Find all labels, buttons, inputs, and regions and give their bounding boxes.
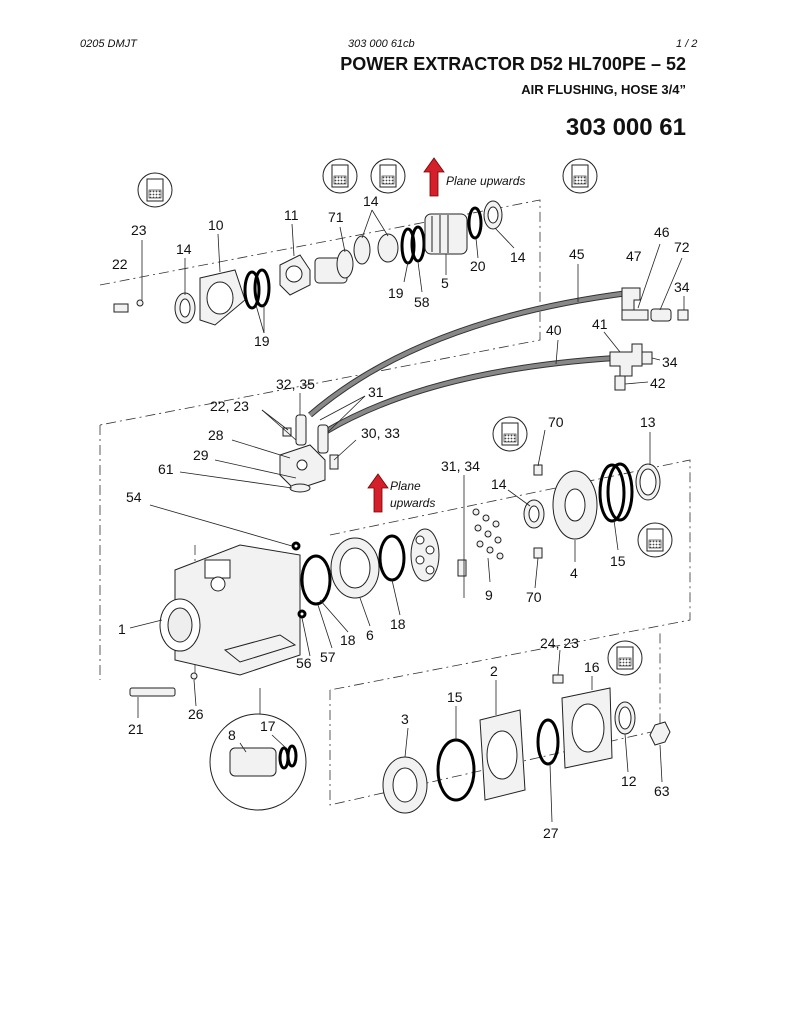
bearing-18 — [410, 528, 440, 582]
callout-label: 32, 35 — [276, 376, 315, 392]
callout-label: 34 — [662, 354, 678, 370]
callout-label: 24, 23 — [540, 635, 579, 651]
callout-label: 20 — [470, 258, 486, 274]
callout-label: 30, 33 — [361, 425, 400, 441]
drawing-title: POWER EXTRACTOR D52 HL700PE – 52 — [340, 54, 686, 74]
callout-label: 13 — [640, 414, 656, 430]
doc-code: 0205 DMJT — [80, 38, 137, 50]
callout-label: 57 — [320, 649, 336, 665]
callout-label: 54 — [126, 489, 142, 505]
callout-label: 27 — [543, 825, 559, 841]
note-plane-upwards-top: Plane upwards — [446, 174, 525, 188]
callout-labels: 23 22 14 10 11 71 14 19 58 5 20 14 19 45… — [112, 193, 690, 841]
cap-34 — [677, 309, 689, 321]
callout-label: 14 — [491, 476, 507, 492]
upper-assembly — [113, 200, 503, 326]
oring-61 — [289, 483, 311, 493]
callout-label: 29 — [193, 447, 209, 463]
callout-label: 70 — [526, 589, 542, 605]
spool-8 — [229, 747, 277, 777]
callout-label: 6 — [366, 627, 374, 643]
callout-label: 10 — [208, 217, 224, 233]
callout-label: 15 — [610, 553, 626, 569]
callout-label: 18 — [390, 616, 406, 632]
bolt-22 — [113, 303, 129, 313]
callout-label: 16 — [584, 659, 600, 675]
callout-label: 28 — [208, 427, 224, 443]
callout-label: 40 — [546, 322, 562, 338]
callout-label: 41 — [592, 316, 608, 332]
nut-63 — [649, 721, 671, 746]
tee-41 — [609, 343, 643, 377]
main-housing — [159, 528, 467, 676]
plane-upwards-arrow-icon — [367, 157, 445, 513]
callout-label: 58 — [414, 294, 430, 310]
hoses — [308, 290, 629, 435]
callout-label: 56 — [296, 655, 312, 671]
callout-label: 18 — [340, 632, 356, 648]
callout-label: 45 — [569, 246, 585, 262]
bolt-21 — [129, 687, 176, 697]
callout-label: 47 — [626, 248, 642, 264]
callout-label: 21 — [128, 721, 144, 737]
callout-label: 23 — [131, 222, 147, 238]
callout-label: 22, 23 — [210, 398, 249, 414]
callout-label: 46 — [654, 224, 670, 240]
lower-assembly — [129, 672, 671, 814]
page-number: 1 / 2 — [676, 38, 698, 50]
callout-label: 34 — [674, 279, 690, 295]
manifold-block — [279, 414, 339, 493]
callout-label: 70 — [548, 414, 564, 430]
doc-reference: 303 000 61cb — [348, 38, 415, 50]
pistons-9 — [472, 508, 504, 560]
callout-label: 17 — [260, 718, 276, 734]
right-assembly — [523, 462, 661, 559]
note-plane-upwards-mid-line1: Plane — [390, 479, 421, 493]
callout-label: 8 — [228, 727, 236, 743]
callout-label: 31, 34 — [441, 458, 480, 474]
fitting-42 — [614, 375, 626, 391]
callout-label: 22 — [112, 256, 128, 272]
cap-34b — [641, 351, 653, 365]
callout-label: 15 — [447, 689, 463, 705]
callout-label: 63 — [654, 783, 670, 799]
drawing-subtitle: AIR FLUSHING, HOSE 3/4” — [521, 82, 686, 97]
callout-label: 3 — [401, 711, 409, 727]
note-plane-upwards-mid-line2: upwards — [390, 496, 435, 510]
callout-label: 5 — [441, 275, 449, 291]
callout-label: 72 — [674, 239, 690, 255]
nut-72 — [650, 308, 672, 322]
callout-label: 2 — [490, 663, 498, 679]
callout-label: 11 — [284, 207, 299, 223]
callout-label: 31 — [368, 384, 384, 400]
callout-label: 19 — [388, 285, 404, 301]
callout-label: 19 — [254, 333, 270, 349]
part-number: 303 000 61 — [565, 114, 686, 141]
callout-label: 14 — [510, 249, 526, 265]
callout-label: 14 — [363, 193, 379, 209]
callout-label: 14 — [176, 241, 192, 257]
fittings — [609, 287, 689, 391]
callout-label: 42 — [650, 375, 666, 391]
callout-label: 9 — [485, 587, 493, 603]
callout-label: 12 — [621, 773, 637, 789]
callout-label: 71 — [328, 209, 344, 225]
callout-label: 26 — [188, 706, 204, 722]
leader-lines — [129, 209, 685, 823]
sleeve-5 — [424, 213, 468, 255]
callout-label: 4 — [570, 565, 578, 581]
callout-label: 61 — [158, 461, 174, 477]
callout-label: 1 — [118, 621, 126, 637]
